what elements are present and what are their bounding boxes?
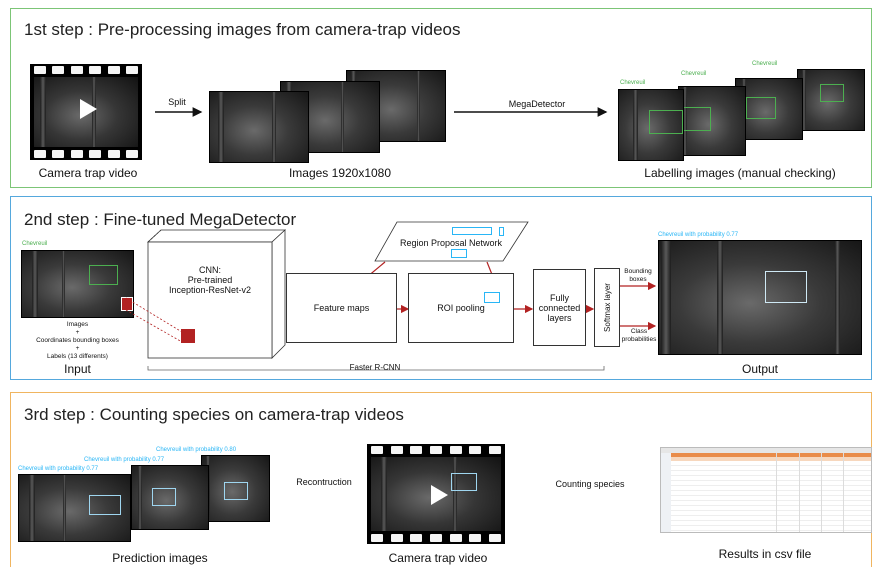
step1-video-film	[30, 64, 142, 160]
step1-labelled-3	[797, 69, 865, 131]
megadetector-label: MegaDetector	[508, 99, 566, 109]
step3-title: 3rd step : Counting species on camera-tr…	[24, 405, 404, 424]
bbox-label: Bounding boxes	[624, 268, 652, 283]
step1-images-label: Images 1920x1080	[288, 166, 392, 180]
counting-label: Counting species	[555, 479, 625, 489]
pred-image-1	[18, 474, 131, 542]
output-tag: Chevreuil with probability 0.77	[658, 232, 739, 238]
rpn-anchor-2	[499, 227, 504, 236]
class-label: Class probabilities	[621, 328, 657, 343]
input-image	[21, 250, 134, 318]
step2-title: 2nd step : Fine-tuned MegaDetector	[24, 210, 297, 229]
csv-sheet	[660, 447, 872, 533]
softmax-block: Softmax layer	[594, 268, 620, 347]
rpn-label: Region Proposal Network	[399, 238, 503, 248]
input-desc-0: Images	[66, 321, 89, 328]
pred-image-2	[131, 465, 209, 530]
input-desc-4: Labels (13 differents)	[47, 353, 108, 360]
pred-label: Prediction images	[112, 551, 208, 565]
label-tag-1: Chevreuil	[620, 80, 646, 86]
step3-video-film	[367, 444, 505, 544]
softmax-label: Softmax layer	[602, 283, 612, 332]
output-image	[658, 240, 862, 355]
feature-maps-block: Feature maps	[286, 273, 397, 343]
input-desc-1: +	[75, 329, 80, 336]
step1-labelling-label: Labelling images (manual checking)	[644, 166, 836, 180]
cnn-roi-square	[181, 329, 195, 343]
results-label: Results in csv file	[718, 547, 812, 561]
roi-pooling-block: ROI pooling	[408, 273, 514, 343]
pred-tag-2: Chevreuil with probability 0.77	[84, 457, 165, 463]
label-tag-3: Chevreuil	[752, 61, 778, 67]
step1-title: 1st step : Pre-processing images from ca…	[24, 20, 461, 39]
pred-image-3	[201, 455, 270, 522]
cnn-label: CNN: Pre-trained Inception-ResNet-v2	[168, 265, 252, 295]
step1-image-1	[209, 91, 309, 163]
play-icon	[431, 485, 448, 505]
input-desc-3: +	[75, 345, 80, 352]
play-icon	[80, 99, 97, 119]
input-label: Input	[64, 362, 91, 376]
label-tag-2: Chevreuil	[681, 71, 707, 77]
rpn-anchor-3	[451, 249, 467, 258]
step1-labelled-1	[678, 86, 746, 156]
output-label: Output	[741, 362, 779, 376]
reconstruction-label: Recontruction	[296, 477, 352, 487]
pred-tag-3: Chevreuil with probability 0.80	[156, 447, 237, 453]
pred-tag-1: Chevreuil with probability 0.77	[18, 466, 99, 472]
fc-block: Fully connected layers	[533, 269, 586, 346]
step3-video-label: Camera trap video	[388, 551, 488, 565]
step1-video-label: Camera trap video	[38, 166, 138, 180]
step1-labelled-0	[618, 89, 684, 161]
split-label: Split	[168, 97, 186, 107]
roi-box	[484, 292, 500, 303]
step1-labelled-2	[735, 78, 803, 140]
input-tag: Chevreuil	[22, 241, 48, 247]
rpn-anchor-1	[452, 227, 492, 235]
faster-rcnn-label: Faster R-CNN	[349, 363, 401, 372]
input-desc-2: Coordinates bounding boxes	[36, 337, 119, 344]
